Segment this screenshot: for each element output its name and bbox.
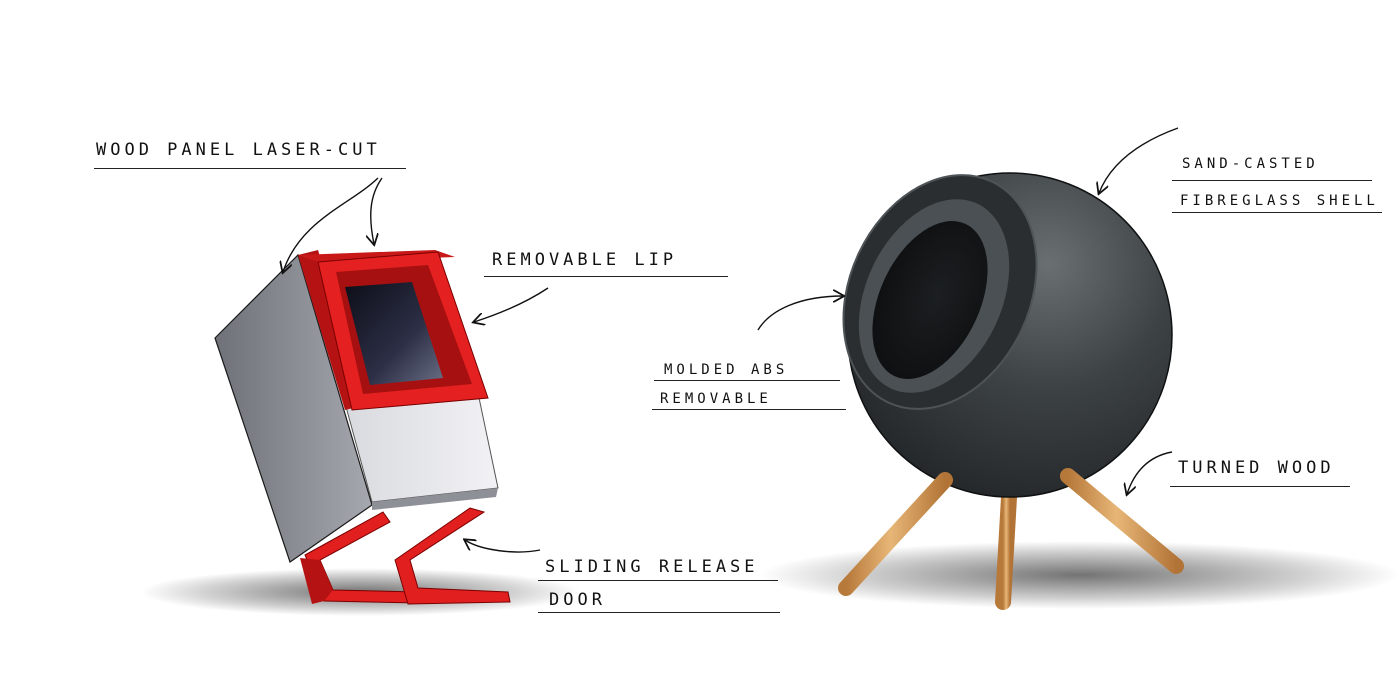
arrow-molded-abs [757,296,843,331]
label-wood-panel: WOOD PANEL LASER-CUT [96,140,381,160]
sphere-shadow [760,541,1400,609]
pointer-arrows [283,127,1179,553]
underline-wood-panel [94,168,406,169]
label-molded-abs: MOLDED ABS [664,362,789,378]
speaker-opening [872,220,988,380]
label-sand-casted: SAND-CASTED [1182,156,1319,172]
sphere-speaker [760,172,1400,610]
label-turned-wood: TURNED WOOD [1178,458,1335,478]
label-removable-lip: REMOVABLE LIP [492,250,678,270]
arrow-removable-lip [474,287,549,322]
underline-turned-wood [1170,486,1350,487]
box-speaker [140,250,580,616]
wood-leg-left [838,472,953,596]
label-sliding-release: SLIDING RELEASE [545,557,759,577]
arrow-wood-panel-left [283,177,379,272]
label-removable: REMOVABLE [660,391,772,407]
arrow-sliding-release [465,540,541,553]
wood-leg-back [995,472,1018,610]
underline-sand-casted [1172,180,1372,181]
label-fibreglass-shell: FIBREGLASS SHELL [1180,193,1379,209]
underline-removable [652,409,846,410]
underline-sliding-release [538,580,778,581]
box-bottom-rim [372,488,498,510]
arrow-wood-panel-right [371,177,383,244]
wood-leg-right [1060,468,1184,574]
label-door: DOOR [549,590,606,610]
underline-door [538,612,780,613]
underline-molded-abs [654,380,840,381]
underline-removable-lip [484,276,728,277]
sliding-release-door-legs [300,507,511,605]
arrow-fibreglass [1099,127,1179,193]
underline-fibreglass-shell [1172,212,1382,213]
frame-top-face [298,250,455,262]
box-front-panel [344,392,499,503]
arrow-turned-wood [1127,451,1173,494]
speaker-cavity [345,282,443,385]
